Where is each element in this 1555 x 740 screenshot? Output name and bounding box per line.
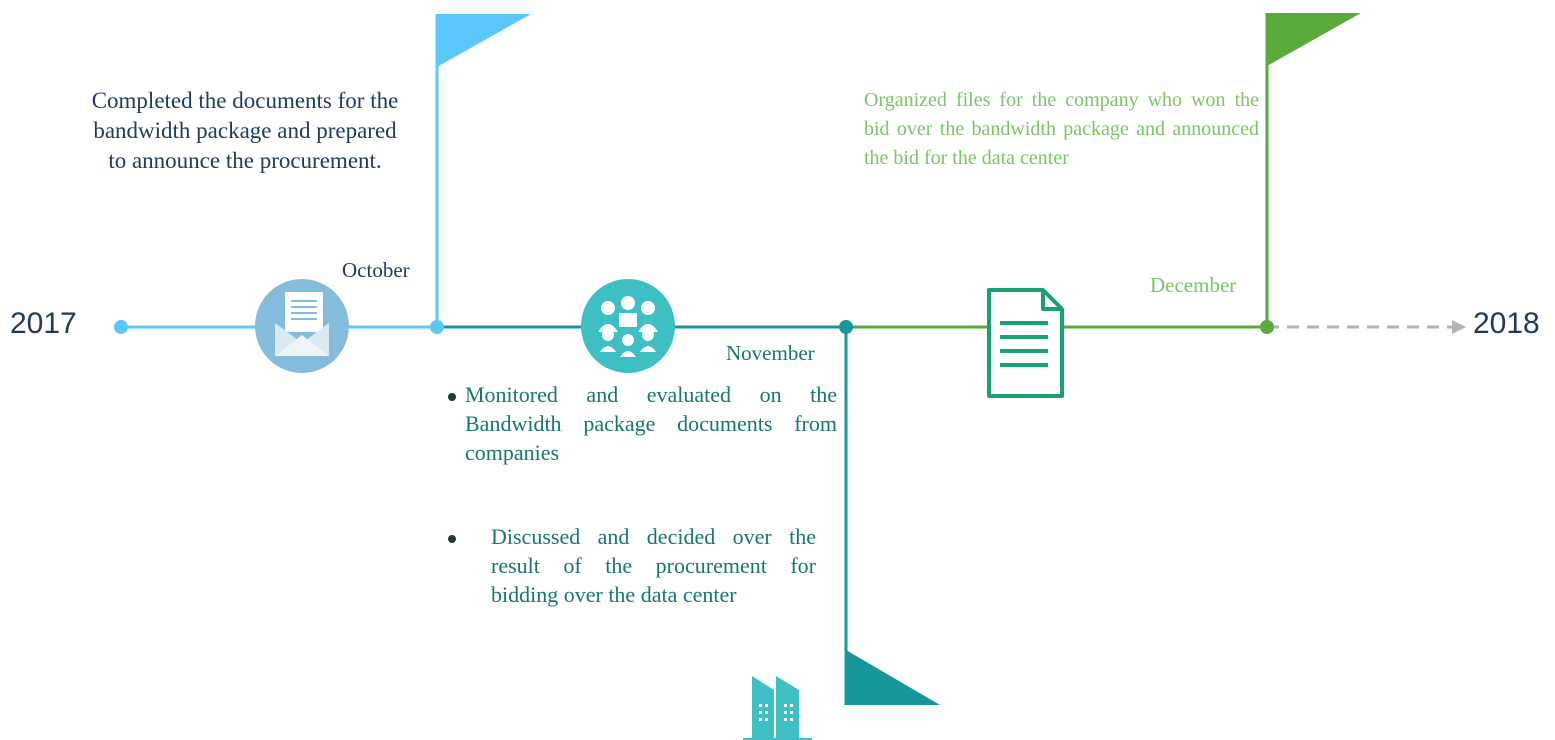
flag-december	[1267, 13, 1361, 66]
document-icon	[987, 288, 1064, 398]
flag-november	[846, 650, 940, 705]
milestone-bullet-november-2: Discussed and decided over the result of…	[491, 524, 816, 607]
flag-october	[437, 14, 531, 67]
month-label-december: December	[1150, 273, 1237, 297]
milestone-note-october: Completed the documents for the bandwidt…	[91, 88, 399, 173]
data-center-icon	[743, 676, 812, 740]
node-2017	[114, 320, 128, 334]
milestone-note-december: Organized files for the company who won …	[864, 89, 1259, 169]
bullet-dot-1	[448, 393, 456, 401]
milestone-bullet-november-1: Monitored and evaluated on the Bandwidth…	[465, 382, 837, 465]
bullet-dot-2	[448, 535, 456, 543]
team-icon	[581, 279, 675, 373]
month-label-november: November	[726, 341, 815, 365]
month-label-october: October	[342, 258, 410, 282]
end-year-label: 2018	[1473, 307, 1540, 340]
timeline-arrowhead	[1452, 320, 1466, 334]
envelope-icon	[255, 279, 349, 373]
start-year-label: 2017	[10, 307, 77, 340]
